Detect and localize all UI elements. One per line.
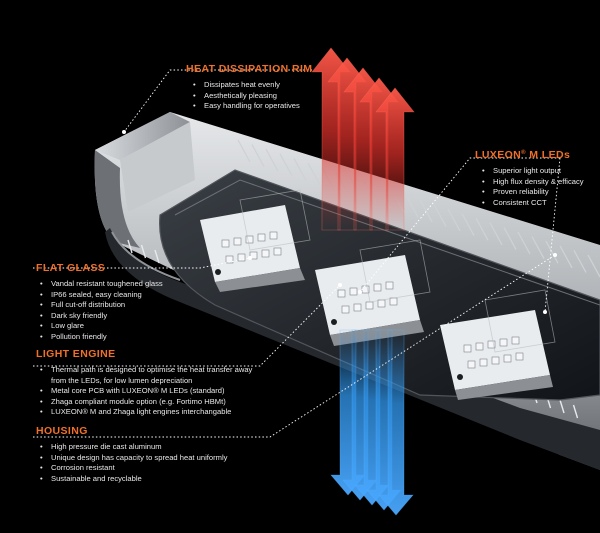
hot-air-arrow	[375, 87, 415, 231]
list-item: Vandal resistant toughened glass	[38, 279, 163, 290]
led-chip	[273, 247, 282, 256]
fin	[587, 254, 600, 278]
list-item: Low glare	[38, 321, 163, 332]
cool-air-arrow	[378, 329, 414, 516]
registered-mark: ®	[521, 150, 526, 156]
fin	[573, 250, 587, 273]
led-chip	[377, 299, 386, 308]
led-chip	[515, 352, 524, 361]
flat-glass-heading: FLAT GLASS	[36, 262, 106, 274]
housing-heading: HOUSING	[36, 425, 88, 437]
led-chip	[233, 237, 242, 246]
housing-bullets: High pressure die cast aluminum Unique d…	[38, 442, 227, 484]
luxeon-leds-bullets: Superior light output High flux density …	[480, 166, 584, 208]
list-item: Aesthetically pleasing	[191, 91, 300, 102]
fin	[545, 240, 559, 264]
vent-slot	[154, 249, 160, 264]
fin	[433, 204, 447, 227]
list-item: IP66 sealed, easy cleaning	[38, 290, 163, 301]
list-item: High flux density & efficacy	[480, 177, 584, 188]
luxeon-leds-heading: LUXEON® M LEDs	[475, 149, 570, 161]
led-chip	[503, 354, 512, 363]
fin	[265, 148, 279, 172]
led-chip	[463, 344, 472, 353]
list-item: High pressure die cast aluminum	[38, 442, 227, 453]
fin	[251, 144, 265, 167]
flat-glass-bullets: Vandal resistant toughened glass IP66 se…	[38, 279, 163, 343]
fin	[489, 222, 503, 246]
vent-slot	[572, 404, 579, 419]
list-item: Easy handling for operatives	[191, 101, 300, 112]
fin	[559, 245, 573, 269]
heat-rising-arrows	[311, 47, 415, 231]
led-chip	[349, 287, 358, 296]
fin	[279, 153, 293, 177]
screw	[215, 269, 221, 275]
led-chip	[487, 340, 496, 349]
fin	[447, 208, 461, 232]
heat-dissipation-rim-bullets: Dissipates heat evenly Aesthetically ple…	[191, 80, 300, 112]
led-chip	[337, 289, 346, 298]
vent-slot	[127, 239, 133, 254]
list-item: Unique design has capacity to spread hea…	[38, 453, 227, 464]
fin	[531, 236, 545, 259]
vent-slot	[140, 244, 147, 259]
list-item: Dark sky friendly	[38, 311, 163, 322]
list-item: Pollution friendly	[38, 332, 163, 343]
led-chip	[373, 283, 382, 292]
led-chip	[467, 360, 476, 369]
led-chip	[249, 251, 258, 260]
led-chip	[221, 239, 230, 248]
led-chip	[341, 305, 350, 314]
fin	[503, 227, 517, 250]
led-chip	[353, 303, 362, 312]
screw	[331, 319, 337, 325]
list-item: Consistent CCT	[480, 198, 584, 209]
fin	[419, 199, 433, 223]
leader-dots	[122, 130, 557, 314]
led-chip	[389, 297, 398, 306]
led-chip	[245, 235, 254, 244]
screw	[457, 374, 463, 380]
fin	[307, 162, 321, 186]
list-item: Zhaga compliant module option (e.g. Fort…	[38, 397, 266, 408]
list-item: Sustainable and recyclable	[38, 474, 227, 485]
led-chip	[225, 255, 234, 264]
luxeon-title: LUXEON	[475, 149, 522, 161]
led-chip	[365, 301, 374, 310]
light-engine-bullets: Thermal path is designed to optimise the…	[38, 365, 266, 418]
luxeon-title-suffix: M LEDs	[525, 149, 571, 161]
light-engine-heading: LIGHT ENGINE	[36, 348, 116, 360]
led-chip	[257, 233, 266, 242]
list-item: Thermal path is designed to optimise the…	[38, 365, 266, 386]
led-chip	[237, 253, 246, 262]
list-item: Proven reliability	[480, 187, 584, 198]
fin	[517, 231, 531, 255]
led-chip	[491, 356, 500, 365]
heat-dissipation-rim-heading: HEAT DISSIPATION RIM	[186, 63, 313, 75]
led-chip	[385, 281, 394, 290]
fin	[293, 158, 307, 181]
list-item: Dissipates heat evenly	[191, 80, 300, 91]
led-chip	[269, 231, 278, 240]
list-item: LUXEON® M and Zhaga light engines interc…	[38, 407, 266, 418]
fin	[475, 217, 489, 241]
list-item: Full cut-off distribution	[38, 300, 163, 311]
cool-air-arrows	[330, 329, 414, 516]
led-modules	[200, 189, 556, 400]
led-chip	[261, 249, 270, 258]
led-chip	[499, 338, 508, 347]
led-chip	[475, 342, 484, 351]
led-chip	[511, 336, 520, 345]
fin	[237, 139, 251, 163]
list-item: Corrosion resistant	[38, 463, 227, 474]
list-item: Metal core PCB with LUXEON® M LEDs (stan…	[38, 386, 266, 397]
fin	[461, 213, 475, 236]
list-item: Superior light output	[480, 166, 584, 177]
vent-slot	[559, 399, 565, 414]
fin	[405, 194, 419, 218]
led-chip	[479, 358, 488, 367]
